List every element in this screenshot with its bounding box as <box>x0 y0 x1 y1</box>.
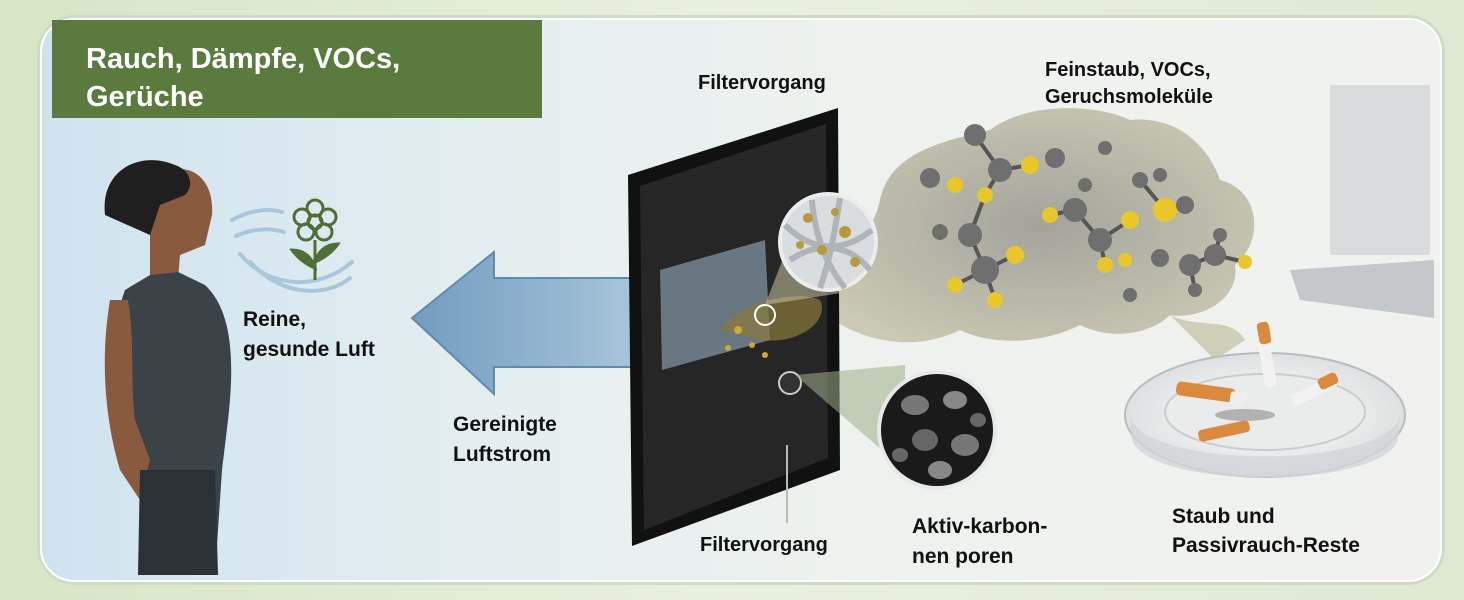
molecule-cloud-icon <box>828 108 1255 343</box>
pollutants-label: Feinstaub, VOCs, Geruchsmoleküle <box>1045 59 1213 108</box>
filter-bottom-label: Filtervorgang <box>700 534 828 556</box>
magnifier-fiber-icon <box>765 192 878 305</box>
title-banner <box>52 20 542 118</box>
ashtray-icon <box>1124 321 1406 478</box>
flower-icon <box>289 198 341 280</box>
molecule-atoms <box>920 124 1252 308</box>
carbon-pores-label: Aktiv-karbon- nen poren <box>912 515 1048 568</box>
person-icon <box>104 160 232 575</box>
filter-top-label: Filtervorgang <box>698 72 826 94</box>
breath-lines <box>230 208 354 293</box>
ashtray-label: Staub und Passivrauch-Reste <box>1172 505 1360 557</box>
magnifier-pores-icon <box>795 365 997 490</box>
page-title: Rauch, Dämpfe, VOCs, Gerüche <box>86 43 401 113</box>
air-stream-label: Gereinigte Luftstrom <box>453 413 557 466</box>
smoke-trail <box>1170 315 1245 360</box>
clean-air-label: Reine, gesunde Luft <box>243 308 375 361</box>
laptop-icon <box>1290 85 1434 318</box>
filter-panel-icon <box>628 108 840 546</box>
